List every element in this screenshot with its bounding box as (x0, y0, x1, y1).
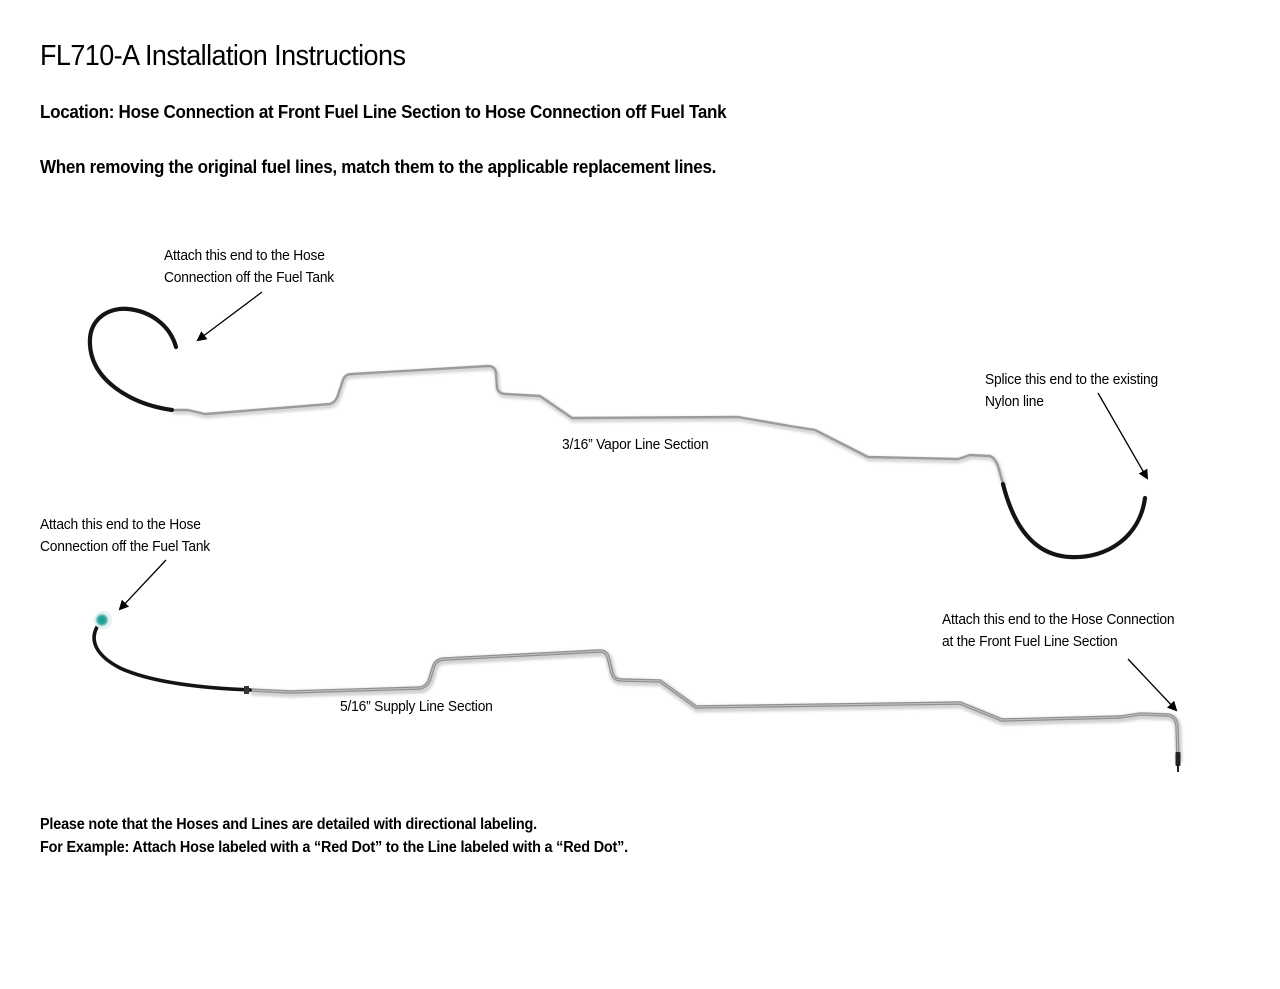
supply-left-callout-line-2: Connection off the Fuel Tank (40, 538, 211, 555)
vapor-line-assembly (87, 306, 1148, 560)
vapor-left-callout-line-1: Attach this end to the Hose (164, 247, 325, 264)
vapor-steel-line-shadow (173, 365, 1007, 487)
vapor-right-callout: Splice this end to the existing Nylon li… (985, 369, 1158, 413)
note-red-dot-example: For Example: Attach Hose labeled with a … (40, 839, 628, 856)
supply-line-assembly (92, 611, 1183, 772)
vapor-right-callout-arrow (1097, 392, 1148, 480)
vapor-left-callout-line-2: Connection off the Fuel Tank (164, 269, 335, 286)
location-heading: Location: Hose Connection at Front Fuel … (40, 101, 727, 122)
supply-right-callout-arrow (1127, 658, 1178, 712)
supply-right-callout-line-2: at the Front Fuel Line Section (942, 633, 1118, 650)
vapor-left-hose (87, 306, 179, 413)
vapor-right-hose (1000, 481, 1148, 560)
supply-left-hose (92, 625, 252, 692)
vapor-left-callout-arrow (196, 291, 263, 342)
instruction-heading: When removing the original fuel lines, m… (40, 156, 717, 177)
supply-end-fitting (1175, 752, 1181, 766)
supply-right-callout: Attach this end to the Hose Connection a… (942, 609, 1175, 653)
note-directional-labeling: Please note that the Hoses and Lines are… (40, 816, 537, 833)
vapor-steel-line (172, 364, 1005, 485)
supply-steel-highlight (249, 650, 1179, 761)
vapor-right-callout-line-1: Splice this end to the existing (985, 371, 1159, 388)
vapor-right-callout-line-2: Nylon line (985, 393, 1044, 410)
supply-hose-crimp (244, 686, 249, 694)
page-title: FL710-A Installation Instructions (40, 40, 406, 72)
supply-left-callout-arrow (118, 559, 167, 611)
vapor-section-label: 3/16” Vapor Line Section (562, 436, 709, 453)
supply-right-callout-line-1: Attach this end to the Hose Connection (942, 611, 1175, 628)
teal-connector-core (95, 613, 109, 627)
supply-left-callout: Attach this end to the Hose Connection o… (40, 514, 210, 558)
vapor-left-callout: Attach this end to the Hose Connection o… (164, 245, 334, 289)
supply-section-label: 5/16” Supply Line Section (340, 698, 493, 715)
supply-left-callout-line-1: Attach this end to the Hose (40, 516, 201, 533)
